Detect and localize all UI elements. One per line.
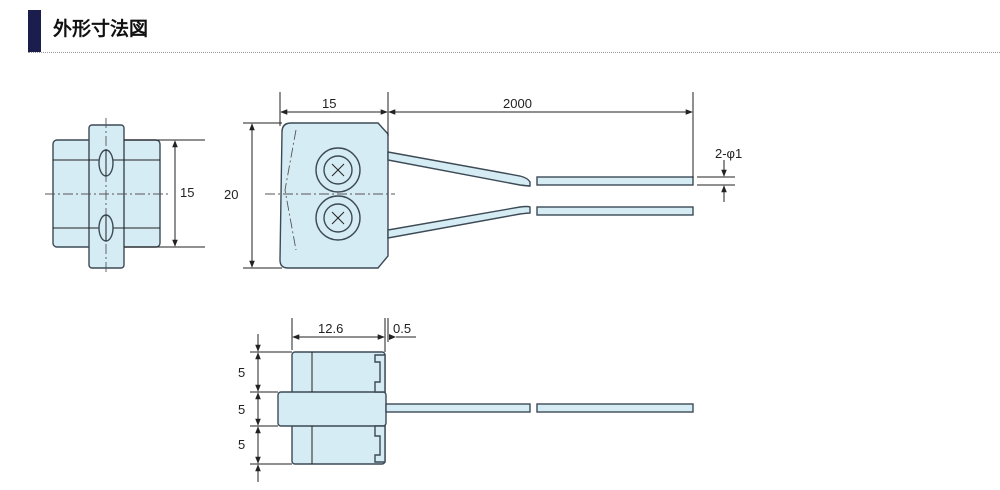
side-view: 12.6 0.5 5 5 5: [238, 318, 694, 482]
section-title: 外形寸法図: [53, 18, 149, 40]
dim-cable-length: 2000: [503, 96, 532, 111]
front-view: 20 15 2000 2-φ1: [224, 92, 742, 269]
dim-top-width: 15: [322, 96, 336, 111]
dim-left-height: 15: [180, 185, 194, 200]
dim-side-gap: 0.5: [393, 321, 411, 336]
section-header: 外形寸法図: [28, 10, 1000, 53]
dim-body-height: 20: [224, 187, 238, 202]
header-accent-bar: [28, 10, 41, 52]
dim-stack-bot: 5: [238, 437, 245, 452]
dim-stack-mid: 5: [238, 402, 245, 417]
dim-cable-diameter: 2-φ1: [715, 146, 742, 161]
left-view: 15: [45, 118, 205, 275]
dim-side-depth: 12.6: [318, 321, 343, 336]
dim-stack-top: 5: [238, 365, 245, 380]
